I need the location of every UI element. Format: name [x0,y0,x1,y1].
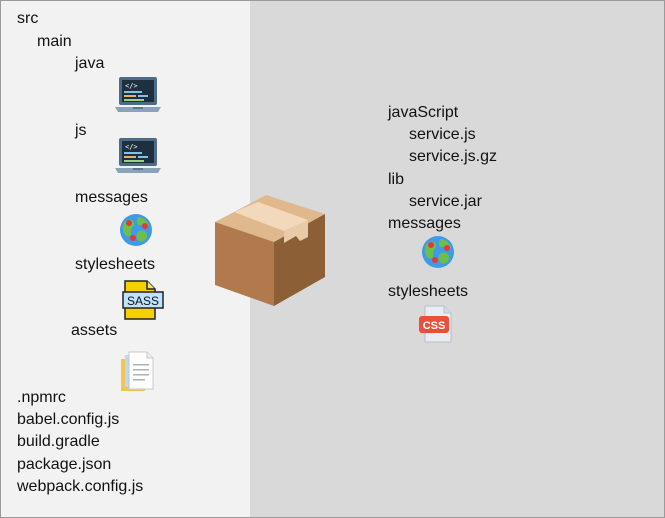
file-build-gradle-label: build.gradle [17,433,100,450]
file-webpack-config-label: webpack.config.js [17,478,144,495]
file-service-js-label: service.js [409,126,476,143]
folder-src-label: src [17,10,39,27]
file-package-json-label: package.json [17,456,112,473]
globe-icon [120,214,152,246]
folder-stylesheets-label: stylesheets [75,256,156,273]
folder-main-label: main [37,33,72,50]
source-panel: src main java </> js </> m [1,1,250,517]
folder-javascript-label: javaScript [388,104,459,121]
folder-lib-label: lib [388,171,405,188]
svg-text:</>: </> [125,82,138,90]
css-badge-text: CSS [423,320,446,332]
file-npmrc-label: .npmrc [17,389,66,406]
file-babel-config-label: babel.config.js [17,411,120,428]
sass-file-icon: SASS [122,280,164,320]
sass-badge-text: SASS [127,294,159,308]
folder-assets-label: assets [71,322,118,339]
css-file-icon: CSS [419,305,452,343]
file-service-js-gz-label: service.js.gz [409,148,498,165]
folder-js-label: js [75,122,87,139]
laptop-code-icon: </> [115,138,161,173]
folder-messages-output-label: messages [388,215,461,232]
folder-stylesheets-output-label: stylesheets [388,283,469,300]
globe-icon [422,236,454,268]
svg-text:</>: </> [125,143,138,151]
file-service-jar-label: service.jar [409,193,482,210]
folder-java-label: java [75,55,105,72]
documents-icon [121,351,154,391]
folder-messages-label: messages [75,189,148,206]
package-box-icon [215,195,325,306]
laptop-code-icon: </> [115,77,161,112]
